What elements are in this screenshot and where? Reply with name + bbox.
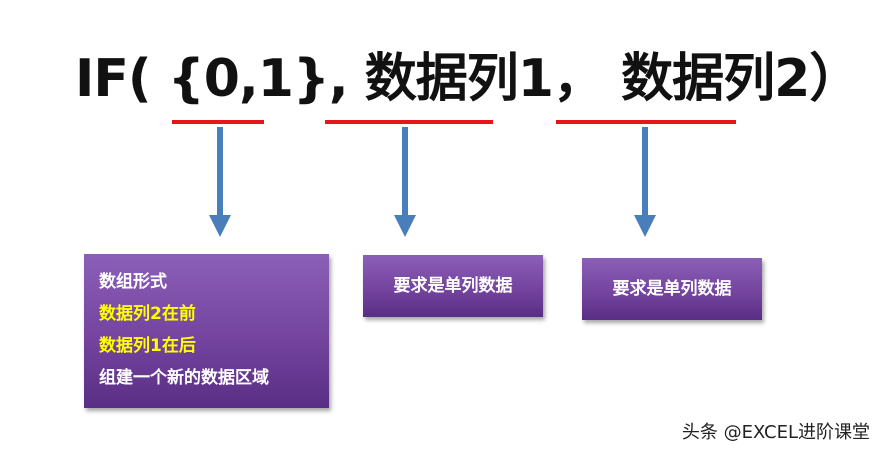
col2-explanation-box: 要求是单列数据 xyxy=(582,258,762,320)
col1-arrow-icon xyxy=(394,127,416,237)
col2-arrow-icon xyxy=(634,127,656,237)
array-underline xyxy=(172,120,264,124)
array-explanation-box: 数组形式 数据列2在前 数据列1在后 组建一个新的数据区域 xyxy=(84,254,329,408)
formula-prefix: IF( xyxy=(75,49,152,109)
formula-array-part: {0,1}, xyxy=(167,49,349,109)
watermark-text: 头条 @EXCEL进阶课堂 xyxy=(681,422,870,443)
col1-explanation-box: 要求是单列数据 xyxy=(363,255,543,317)
formula-col2-part: 数据列2） xyxy=(621,49,861,109)
array-box-line-1: 数组形式 xyxy=(99,272,167,292)
array-box-line-2: 数据列2在前 xyxy=(99,304,196,324)
array-arrow-icon xyxy=(209,127,231,237)
array-box-line-4: 组建一个新的数据区域 xyxy=(99,368,269,388)
array-box-line-3: 数据列1在后 xyxy=(99,336,196,356)
formula-text: IF( {0,1}, 数据列1， 数据列2） xyxy=(75,44,861,114)
col1-underline xyxy=(325,120,493,124)
formula-col1-part: 数据列1， xyxy=(364,49,605,109)
col2-underline xyxy=(556,120,736,124)
